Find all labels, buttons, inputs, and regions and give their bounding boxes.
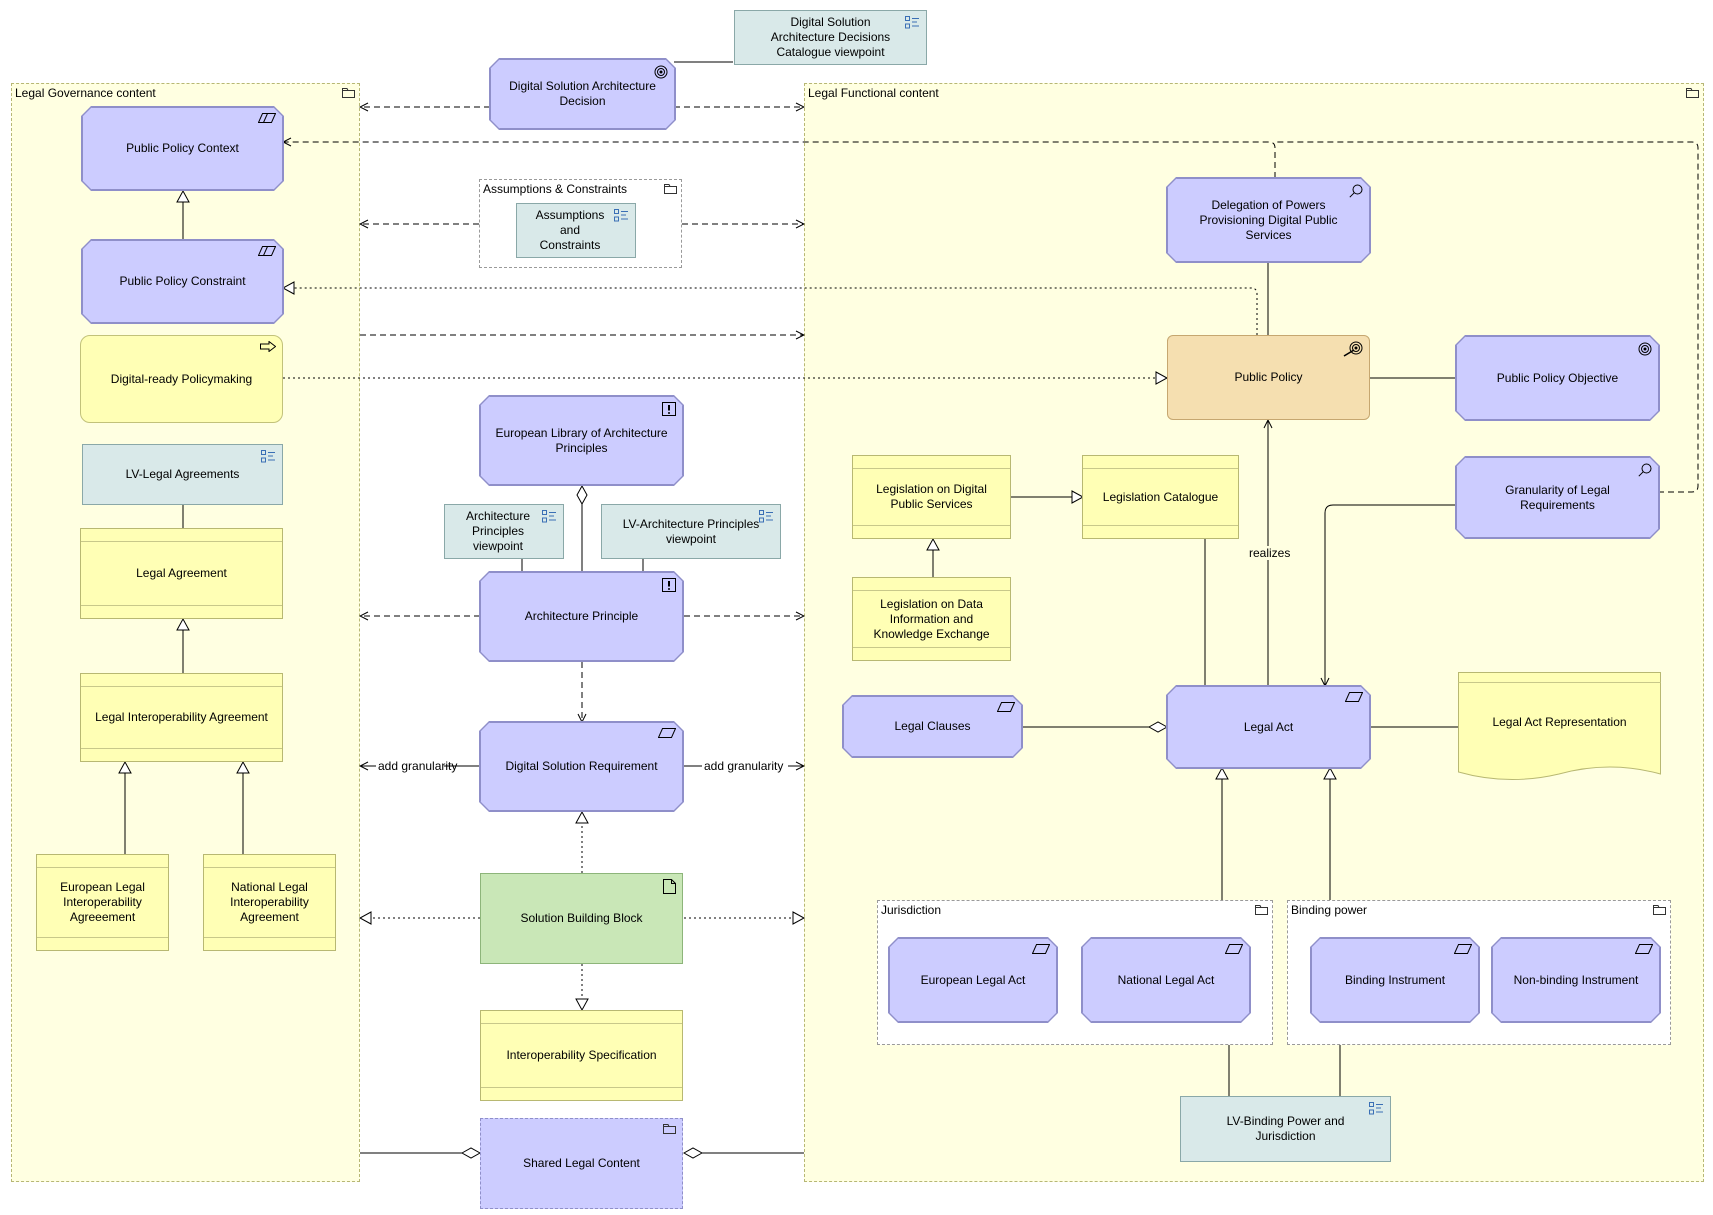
node-digital-solution-requirement[interactable]: Digital Solution Requirement <box>480 722 683 811</box>
requirement-icon <box>1454 944 1472 954</box>
requirement-icon <box>258 113 276 123</box>
group-title: Jurisdiction <box>881 903 942 917</box>
node-lv-architecture-principles-viewpoint[interactable]: LV-Architecture Principles viewpoint <box>601 504 781 559</box>
goal-icon <box>1638 342 1652 356</box>
node-legislation-catalogue[interactable]: Legislation Catalogue <box>1082 455 1239 539</box>
folder-icon <box>1255 905 1268 915</box>
node-legislation-digital-public-services[interactable]: Legislation on Digital Public Services <box>852 455 1011 539</box>
node-digital-ready-policymaking[interactable]: Digital-ready Policymaking <box>80 335 283 423</box>
viewpoint-icon <box>1369 1102 1383 1115</box>
node-shared-legal-content[interactable]: Shared Legal Content <box>480 1118 683 1209</box>
group-title: Legal Governance content <box>15 86 156 100</box>
requirement-icon <box>1345 692 1363 702</box>
requirement-icon <box>1032 944 1050 954</box>
node-european-legal-interoperability-agreement[interactable]: European Legal Interoperability Agreeeme… <box>36 854 169 951</box>
edge-granularity-legalact <box>1325 504 1456 686</box>
node-legal-clauses[interactable]: Legal Clauses <box>843 696 1022 757</box>
node-binding-instrument[interactable]: Binding Instrument <box>1311 938 1479 1022</box>
viewpoint-icon <box>261 450 275 463</box>
group-title: Binding power <box>1291 903 1368 917</box>
node-national-legal-interoperability-agreement[interactable]: National Legal Interoperability Agreemen… <box>203 854 336 951</box>
viewpoint-icon <box>759 510 773 523</box>
node-dsad-catalogue[interactable]: Digital Solution Architecture Decisions … <box>734 10 927 65</box>
node-assumptions-constraints[interactable]: Assumptions and Constraints <box>516 203 636 258</box>
node-european-library-architecture-principles[interactable]: European Library of Architecture Princip… <box>480 396 683 485</box>
edge-granularity-context <box>1275 141 1699 493</box>
principle-icon <box>662 402 676 416</box>
requirement-icon <box>1225 944 1243 954</box>
group-title: Assumptions & Constraints <box>483 182 628 196</box>
node-architecture-principle[interactable]: Architecture Principle <box>480 572 683 661</box>
node-public-policy-context[interactable]: Public Policy Context <box>82 107 283 190</box>
folder-icon <box>1686 88 1699 98</box>
folder-icon <box>1653 905 1666 915</box>
viewpoint-icon <box>614 209 628 222</box>
node-legal-act-representation[interactable]: Legal Act Representation <box>1458 672 1661 784</box>
requirement-icon <box>1635 944 1653 954</box>
principle-icon <box>662 578 676 592</box>
folder-icon <box>663 1124 676 1134</box>
folder-icon <box>664 184 677 194</box>
viewpoint-icon <box>542 510 556 523</box>
assessment-icon <box>1349 184 1363 198</box>
node-lv-binding-power-jurisdiction[interactable]: LV-Binding Power and Jurisdiction <box>1180 1096 1391 1162</box>
requirement-icon <box>997 702 1015 712</box>
node-non-binding-instrument[interactable]: Non-binding Instrument <box>1492 938 1660 1022</box>
node-public-policy-objective[interactable]: Public Policy Objective <box>1456 336 1659 420</box>
node-solution-building-block[interactable]: Solution Building Block <box>480 873 683 964</box>
edge-delegation-context <box>283 142 1276 178</box>
node-national-legal-act[interactable]: National Legal Act <box>1082 938 1250 1022</box>
representation-shape <box>1458 672 1661 781</box>
folder-icon <box>342 88 355 98</box>
node-delegation-of-powers[interactable]: Delegation of Powers Provisioning Digita… <box>1167 178 1370 262</box>
node-lv-legal-agreements[interactable]: LV-Legal Agreements <box>82 444 283 505</box>
node-european-legal-act[interactable]: European Legal Act <box>889 938 1057 1022</box>
edge-label-realizes: realizes <box>1249 546 1291 560</box>
target-arrow-icon <box>1343 341 1363 357</box>
event-arrow-icon <box>260 341 276 352</box>
node-granularity-legal-requirements[interactable]: Granularity of Legal Requirements <box>1456 457 1659 538</box>
edge-label-add-granularity-right: add granularity <box>704 759 784 773</box>
artifact-icon <box>663 879 676 894</box>
edge-label-add-granularity-left: add granularity <box>378 759 458 773</box>
goal-icon <box>654 65 668 79</box>
node-architecture-principles-viewpoint[interactable]: Architecture Principles viewpoint <box>444 504 564 559</box>
viewpoint-icon <box>905 16 919 29</box>
node-public-policy-constraint[interactable]: Public Policy Constraint <box>82 240 283 323</box>
node-legislation-data-information[interactable]: Legislation on Data Information and Know… <box>852 577 1011 661</box>
constraint-icon <box>258 246 276 256</box>
node-public-policy[interactable]: Public Policy <box>1167 335 1370 420</box>
node-legal-act[interactable]: Legal Act <box>1167 686 1370 768</box>
edge-policy-constraint <box>281 281 1258 335</box>
group-title: Legal Functional content <box>808 86 939 100</box>
requirement-icon <box>658 728 676 738</box>
node-interoperability-specification[interactable]: Interoperability Specification <box>480 1010 683 1101</box>
node-dsad[interactable]: Digital Solution Architecture Decision <box>490 59 675 129</box>
node-legal-interoperability-agreement[interactable]: Legal Interoperability Agreement <box>80 673 283 762</box>
node-label: Legal Act Representation <box>1492 715 1627 729</box>
node-legal-agreement[interactable]: Legal Agreement <box>80 528 283 619</box>
assessment-icon <box>1638 463 1652 477</box>
